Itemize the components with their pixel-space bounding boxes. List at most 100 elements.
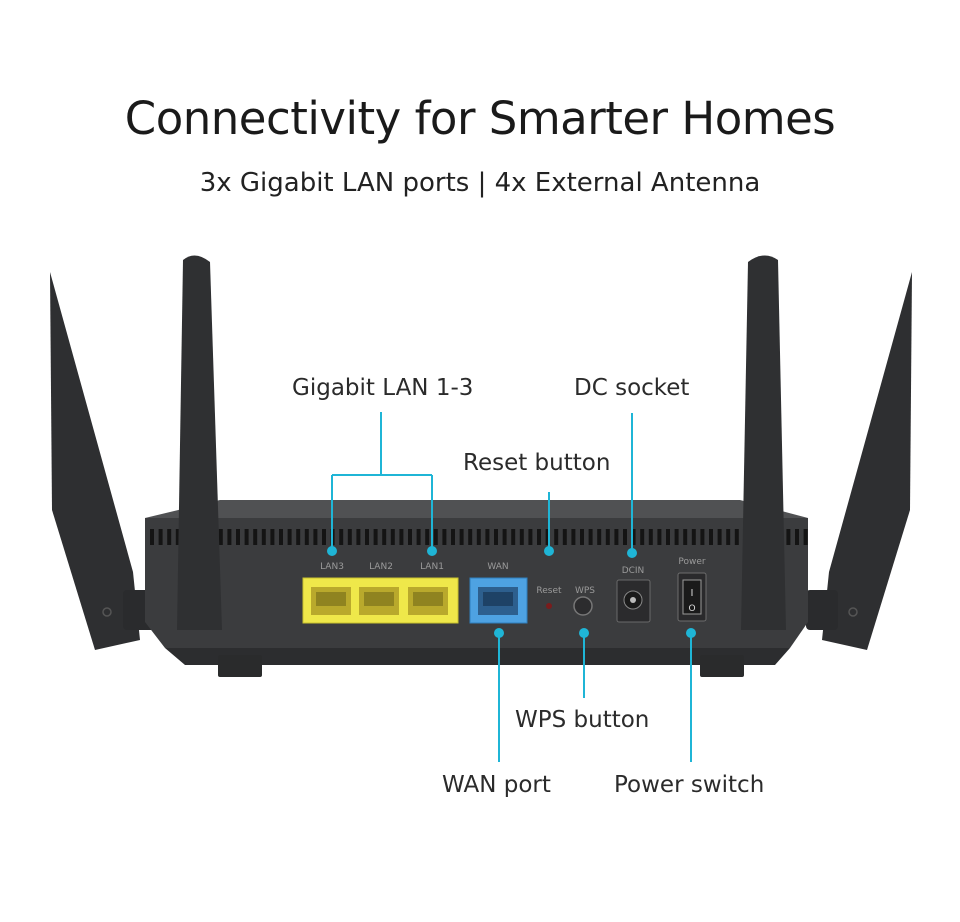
antenna-near-right: [741, 255, 786, 631]
vent-slot: [734, 529, 739, 545]
antenna-far-left: [50, 272, 155, 650]
vent-slot: [709, 529, 713, 545]
page-subtitle: 3x Gigabit LAN ports | 4x External Anten…: [199, 168, 761, 198]
label-dcin: DCIN: [622, 566, 645, 576]
label-power: Power: [678, 557, 706, 567]
vent-slot: [683, 529, 688, 545]
vent-slot: [502, 529, 507, 545]
label-lan1: LAN1: [420, 562, 444, 572]
vent-slot: [313, 529, 318, 545]
vent-slot: [227, 529, 232, 545]
vent-slot: [786, 529, 791, 545]
vent-slot: [433, 529, 438, 545]
vent-slot: [494, 529, 498, 545]
vent-slot: [691, 529, 696, 545]
router-foot-left: [218, 655, 262, 677]
vent-slot: [580, 529, 584, 545]
label-wps: WPS: [575, 586, 595, 596]
vent-slot: [597, 529, 602, 545]
label-lan2: LAN2: [369, 562, 393, 572]
vent-slot: [554, 529, 559, 545]
vent-slot: [459, 529, 464, 545]
callout-reset-label: Reset button: [463, 450, 611, 476]
vent-slot: [296, 529, 301, 545]
callout-dots: [327, 546, 696, 638]
label-wan: WAN: [487, 562, 508, 572]
lan2-port: [359, 587, 399, 615]
vent-slot: [347, 529, 352, 545]
power-switch-shape: [677, 572, 707, 622]
vent-slot: [253, 529, 258, 545]
vent-slot: [623, 529, 627, 545]
callout-power-label: Power switch: [614, 772, 765, 798]
vent-slot: [795, 529, 799, 545]
vent-slot: [373, 529, 378, 545]
vent-slot: [562, 529, 567, 545]
vent-slot: [631, 529, 636, 545]
vent-slot: [468, 529, 473, 545]
lan-port-block: [302, 577, 459, 624]
switch-off-mark: O: [688, 604, 695, 614]
page-title: Connectivity for Smarter Homes: [124, 92, 836, 145]
vent-slot: [425, 529, 430, 545]
vent-slot: [588, 529, 593, 545]
antenna-near-left: [177, 255, 222, 631]
vent-slot: [726, 529, 731, 545]
label-reset: Reset: [536, 586, 562, 596]
vent-slot: [150, 529, 154, 545]
vent-slot: [304, 529, 309, 545]
vent-slot: [648, 529, 653, 545]
vent-slot: [451, 529, 455, 545]
vent-slot: [279, 529, 283, 545]
vent-slot: [614, 529, 619, 545]
router-foot-right: [700, 655, 744, 677]
vent-slot: [287, 529, 292, 545]
vent-slot: [322, 529, 326, 545]
switch-on-mark: I: [691, 588, 694, 599]
vent-slot: [218, 529, 223, 545]
vent-slot: [528, 529, 533, 545]
callout-lan-label: Gigabit LAN 1-3: [292, 375, 474, 401]
callout-wps-label: WPS button: [515, 707, 650, 733]
vent-slot: [571, 529, 576, 545]
vent-slot: [339, 529, 344, 545]
vent-slot: [270, 529, 275, 545]
dc-socket-shape: [616, 579, 651, 623]
vent-slot: [605, 529, 610, 545]
vent-slot: [382, 529, 387, 545]
vent-slot: [356, 529, 361, 545]
vent-slot: [674, 529, 679, 545]
wan-port: [469, 577, 528, 624]
vent-slot: [390, 529, 395, 545]
vent-slot: [485, 529, 490, 545]
callout-lines: [331, 412, 692, 762]
vent-slot: [244, 529, 249, 545]
vent-slot: [519, 529, 524, 545]
wps-button-shape: [573, 596, 593, 616]
label-lan3: LAN3: [320, 562, 344, 572]
lan1-port: [408, 587, 448, 615]
vent-slot: [442, 529, 447, 545]
vent-slot: [158, 529, 163, 545]
antenna-far-right: [806, 272, 912, 650]
vent-slot: [167, 529, 172, 545]
vent-slot: [700, 529, 705, 545]
vent-slot: [803, 529, 808, 545]
vent-slot: [545, 529, 550, 545]
vent-slot: [261, 529, 266, 545]
vent-slot: [717, 529, 722, 545]
vent-slot: [236, 529, 240, 545]
callout-wan-label: WAN port: [442, 772, 551, 798]
vent-slot: [365, 529, 369, 545]
reset-pinhole: [546, 603, 552, 609]
vent-slot: [416, 529, 421, 545]
vent-slot: [476, 529, 481, 545]
vent-slot: [640, 529, 645, 545]
lan3-port: [311, 587, 351, 615]
vent-slot: [399, 529, 404, 545]
vent-slot: [657, 529, 662, 545]
vent-slot: [408, 529, 412, 545]
vent-slot: [511, 529, 516, 545]
vent-slot: [666, 529, 670, 545]
